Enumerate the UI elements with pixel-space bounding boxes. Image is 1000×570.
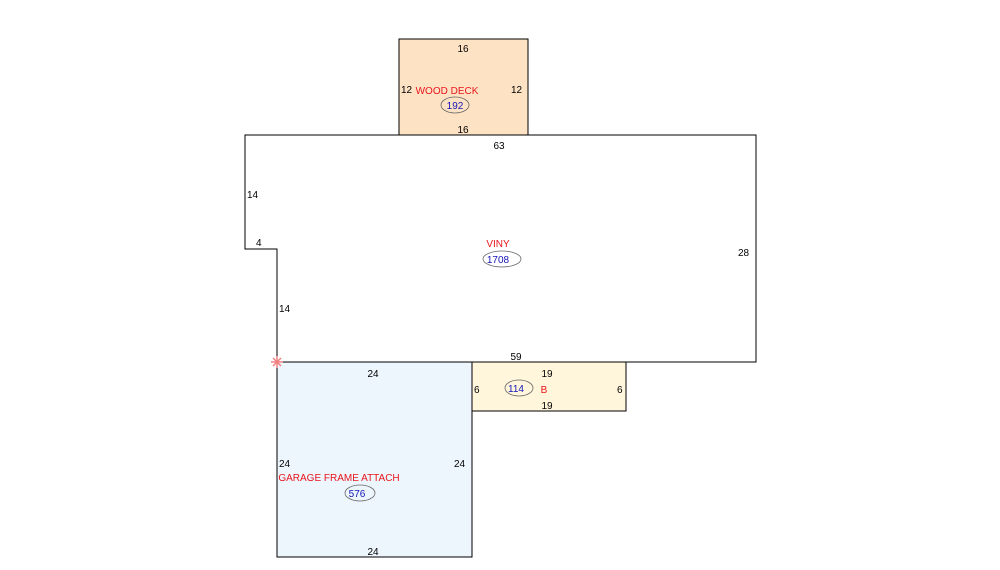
bay-area-oval [504,379,534,397]
living-label: VINY [486,239,510,250]
bay-area-value: 114 [508,384,524,395]
wood-deck-area-value: 192 [447,101,464,112]
garage-label: GARAGE FRAME ATTACH [278,473,399,484]
garage-shape[interactable] [276,361,473,558]
living-area[interactable]: 63 28 14 4 14 59 VINY 1708 [244,134,757,363]
garage-dim-left: 24 [279,459,291,470]
living-dim-top: 63 [493,141,505,152]
bay-area[interactable]: 19 19 6 6 114 B [471,361,627,412]
garage-area-oval [344,484,376,502]
bay-dim-right: 6 [617,385,623,396]
living-dim-left-lower: 14 [279,304,291,315]
bay-label: B [541,385,548,396]
bay-dim-left: 6 [474,385,480,396]
garage-dim-top: 24 [367,369,379,380]
wood-deck-area[interactable]: 16 16 12 12 WOOD DECK 192 [398,38,529,136]
wood-deck-dim-right: 12 [511,85,523,96]
bay-dim-bottom: 19 [541,401,553,412]
living-area-oval [482,250,522,268]
living-dim-notch: 4 [256,238,262,249]
garage-area-value: 576 [349,489,366,500]
garage-area[interactable]: 24 24 24 24 GARAGE FRAME ATTACH 576 [276,361,473,558]
garage-dim-right: 24 [454,459,466,470]
wood-deck-label: WOOD DECK [416,86,479,97]
wood-deck-dim-left: 12 [401,85,413,96]
wood-deck-shape[interactable] [398,38,529,136]
wood-deck-dim-bottom: 16 [457,125,469,136]
garage-dim-bottom: 24 [367,547,379,558]
bay-dim-top: 19 [541,369,553,380]
bay-shape[interactable] [471,361,627,412]
wood-deck-dim-top: 16 [457,44,469,55]
living-dim-bottom: 59 [510,352,522,363]
living-dim-left-upper: 14 [247,190,259,201]
asterisk-marker-icon[interactable] [271,356,283,368]
wood-deck-area-oval [440,96,470,114]
living-dim-right: 28 [738,248,750,259]
living-area-value: 1708 [487,255,510,266]
